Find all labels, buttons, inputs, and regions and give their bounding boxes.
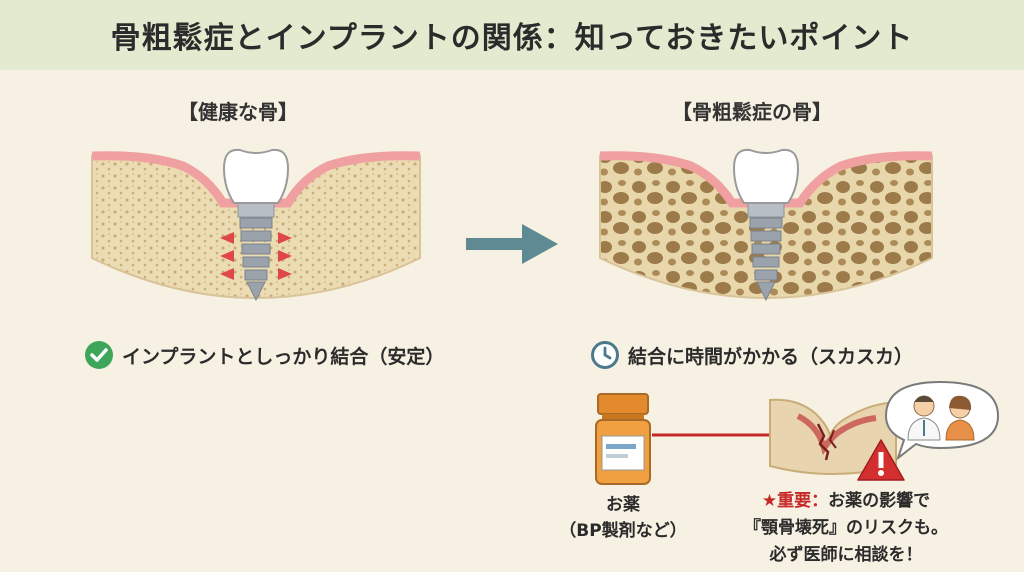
osteo-caption-text: 結合に時間がかかる（スカスカ）	[628, 345, 914, 368]
osteo-bone-label: 【骨粗鬆症の骨】	[672, 100, 832, 124]
warning-line2: 『顎骨壊死』のリスクも。	[744, 518, 948, 538]
healthy-caption: インプラントとしっかり結合（安定）	[84, 340, 444, 370]
title-bar: 骨粗鬆症とインプラントの関係：知っておきたいポイント	[0, 0, 1024, 70]
transition-arrow-icon	[466, 224, 558, 264]
osteo-bone-illustration	[599, 148, 933, 302]
warning-line3: 必ず医師に相談を！	[769, 545, 923, 565]
medicine-label-line1: お薬	[606, 495, 640, 515]
medicine-label-line2: （BP製剤など）	[559, 521, 687, 541]
medicine-label: お薬 （BP製剤など）	[548, 492, 698, 544]
doctor-consultation-illustration	[884, 380, 1000, 461]
warning-icon	[857, 439, 905, 481]
healthy-bone-illustration	[91, 148, 421, 302]
healthy-caption-text: インプラントとしっかり結合（安定）	[122, 345, 445, 368]
healthy-bone-label: 【健康な骨】	[178, 100, 298, 124]
medicine-bottle-icon	[595, 393, 651, 485]
warning-text: ★重要：お薬の影響で 『顎骨壊死』のリスクも。 必ず医師に相談を！	[696, 488, 996, 569]
warning-important-label: ★重要：	[761, 491, 829, 511]
warning-line1: お薬の影響で	[828, 491, 931, 511]
osteo-caption: 結合に時間がかかる（スカスカ）	[590, 340, 913, 370]
check-circle-icon	[85, 341, 113, 369]
jaw-necrosis-illustration	[769, 398, 897, 475]
clock-icon	[591, 341, 619, 369]
page-title: 骨粗鬆症とインプラントの関係：知っておきたいポイント	[110, 21, 914, 56]
